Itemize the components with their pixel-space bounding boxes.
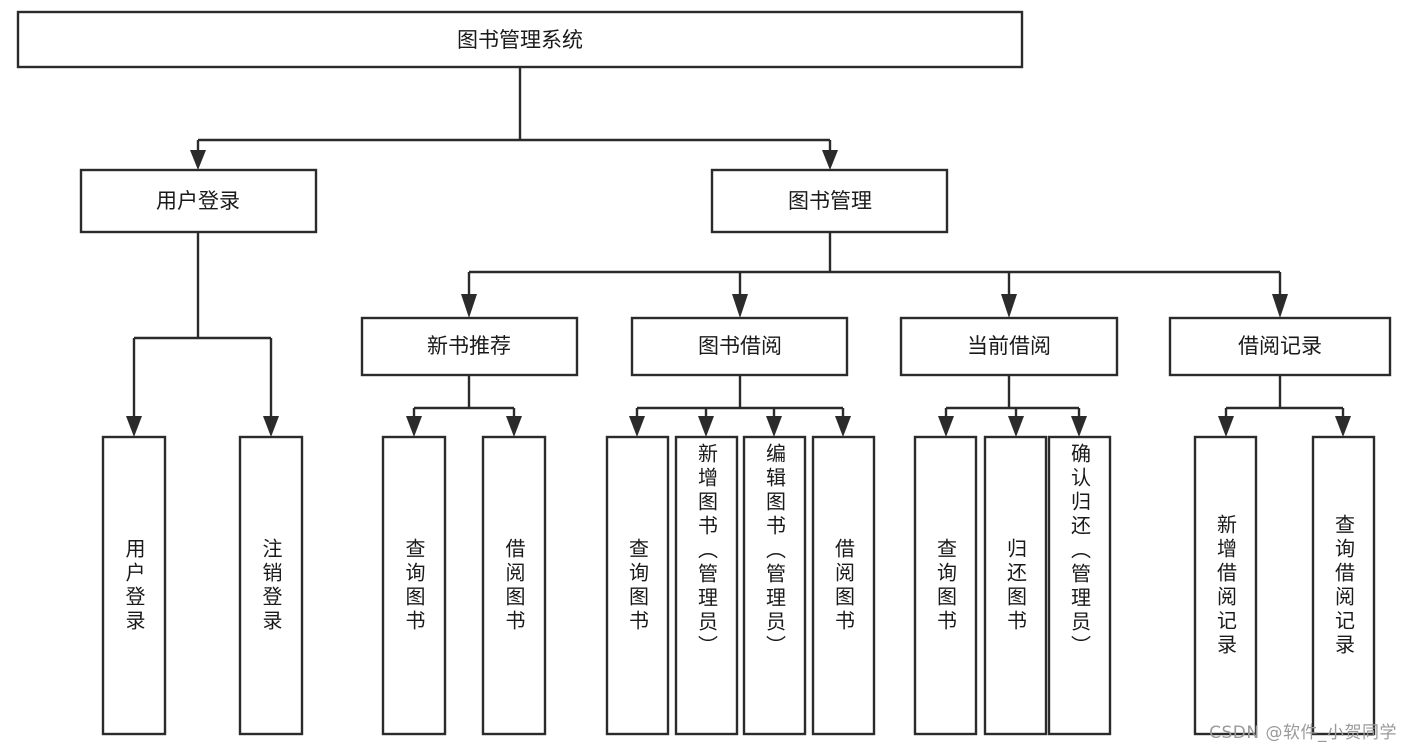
node-leaf-borrow-book[interactable] <box>811 435 876 736</box>
nodes-group <box>16 10 1392 736</box>
label-root: 图书管理系统 <box>457 28 583 52</box>
node-leaf-query-borrow-record[interactable] <box>1311 435 1376 736</box>
arrowhead-leaf-borrow-records-2 <box>1335 416 1351 437</box>
node-user-login[interactable] <box>79 168 318 234</box>
arrowhead-leaf-current-borrow-2 <box>1008 416 1024 437</box>
label-borrow-records: 借阅记录 <box>1238 334 1322 358</box>
node-leaf-user-login[interactable] <box>101 435 167 736</box>
arrowhead-leaf-new-book-2 <box>506 416 522 437</box>
arrowhead-leaf-user-login-2 <box>263 416 279 437</box>
node-leaf-logout[interactable] <box>238 435 304 736</box>
arrowhead-user-login <box>190 150 206 170</box>
arrowhead-leaf-new-book-1 <box>406 416 422 437</box>
label-book-management: 图书管理 <box>788 189 872 213</box>
node-leaf-query-book-borrow[interactable] <box>605 435 670 736</box>
arrowhead-leaf-book-borrow-1 <box>629 416 645 437</box>
arrowhead-borrow-records <box>1272 294 1288 318</box>
horizontal-labels-group: 图书管理系统 用户登录 图书管理 新书推荐 图书借阅 当前借阅 借阅记录 <box>156 28 1322 358</box>
arrowhead-leaf-borrow-records-1 <box>1218 416 1234 437</box>
node-leaf-add-book-admin[interactable] <box>674 435 739 736</box>
node-leaf-query-book-current[interactable] <box>913 435 978 736</box>
node-leaf-add-borrow-record[interactable] <box>1193 435 1258 736</box>
label-book-borrow: 图书借阅 <box>698 334 782 358</box>
arrowhead-leaf-current-borrow-3 <box>1071 416 1087 437</box>
node-current-borrow[interactable] <box>899 316 1119 377</box>
arrowhead-leaf-current-borrow-1 <box>938 416 954 437</box>
connectors-group <box>126 67 1351 437</box>
arrowhead-book-manage <box>822 150 838 170</box>
arrowhead-leaf-book-borrow-2 <box>698 416 714 437</box>
arrowhead-leaf-user-login-1 <box>126 416 142 437</box>
arrowhead-current-borrow <box>1001 294 1017 318</box>
node-leaf-return-book[interactable] <box>983 435 1048 736</box>
node-leaf-query-book-recommend[interactable] <box>381 435 447 736</box>
node-leaf-edit-book-admin[interactable] <box>742 435 807 736</box>
node-book-management[interactable] <box>710 168 949 234</box>
node-new-book-recommend[interactable] <box>360 316 579 377</box>
label-current-borrow: 当前借阅 <box>967 334 1051 358</box>
node-leaf-confirm-return-admin[interactable] <box>1047 435 1112 736</box>
watermark-text: CSDN @软件_小贺同学 <box>1209 723 1397 743</box>
arrowhead-leaf-book-borrow-3 <box>766 416 782 437</box>
node-root-book-management-system[interactable] <box>16 10 1024 69</box>
label-user-login: 用户登录 <box>156 189 240 213</box>
label-new-book-recommend: 新书推荐 <box>427 334 511 358</box>
arrowhead-new-book-recommend <box>461 294 477 318</box>
node-book-borrow[interactable] <box>630 316 849 377</box>
arrowhead-leaf-book-borrow-4 <box>835 416 851 437</box>
node-borrow-records[interactable] <box>1168 316 1392 377</box>
arrowhead-book-borrow <box>732 294 748 318</box>
node-leaf-borrow-book-recommend[interactable] <box>481 435 547 736</box>
